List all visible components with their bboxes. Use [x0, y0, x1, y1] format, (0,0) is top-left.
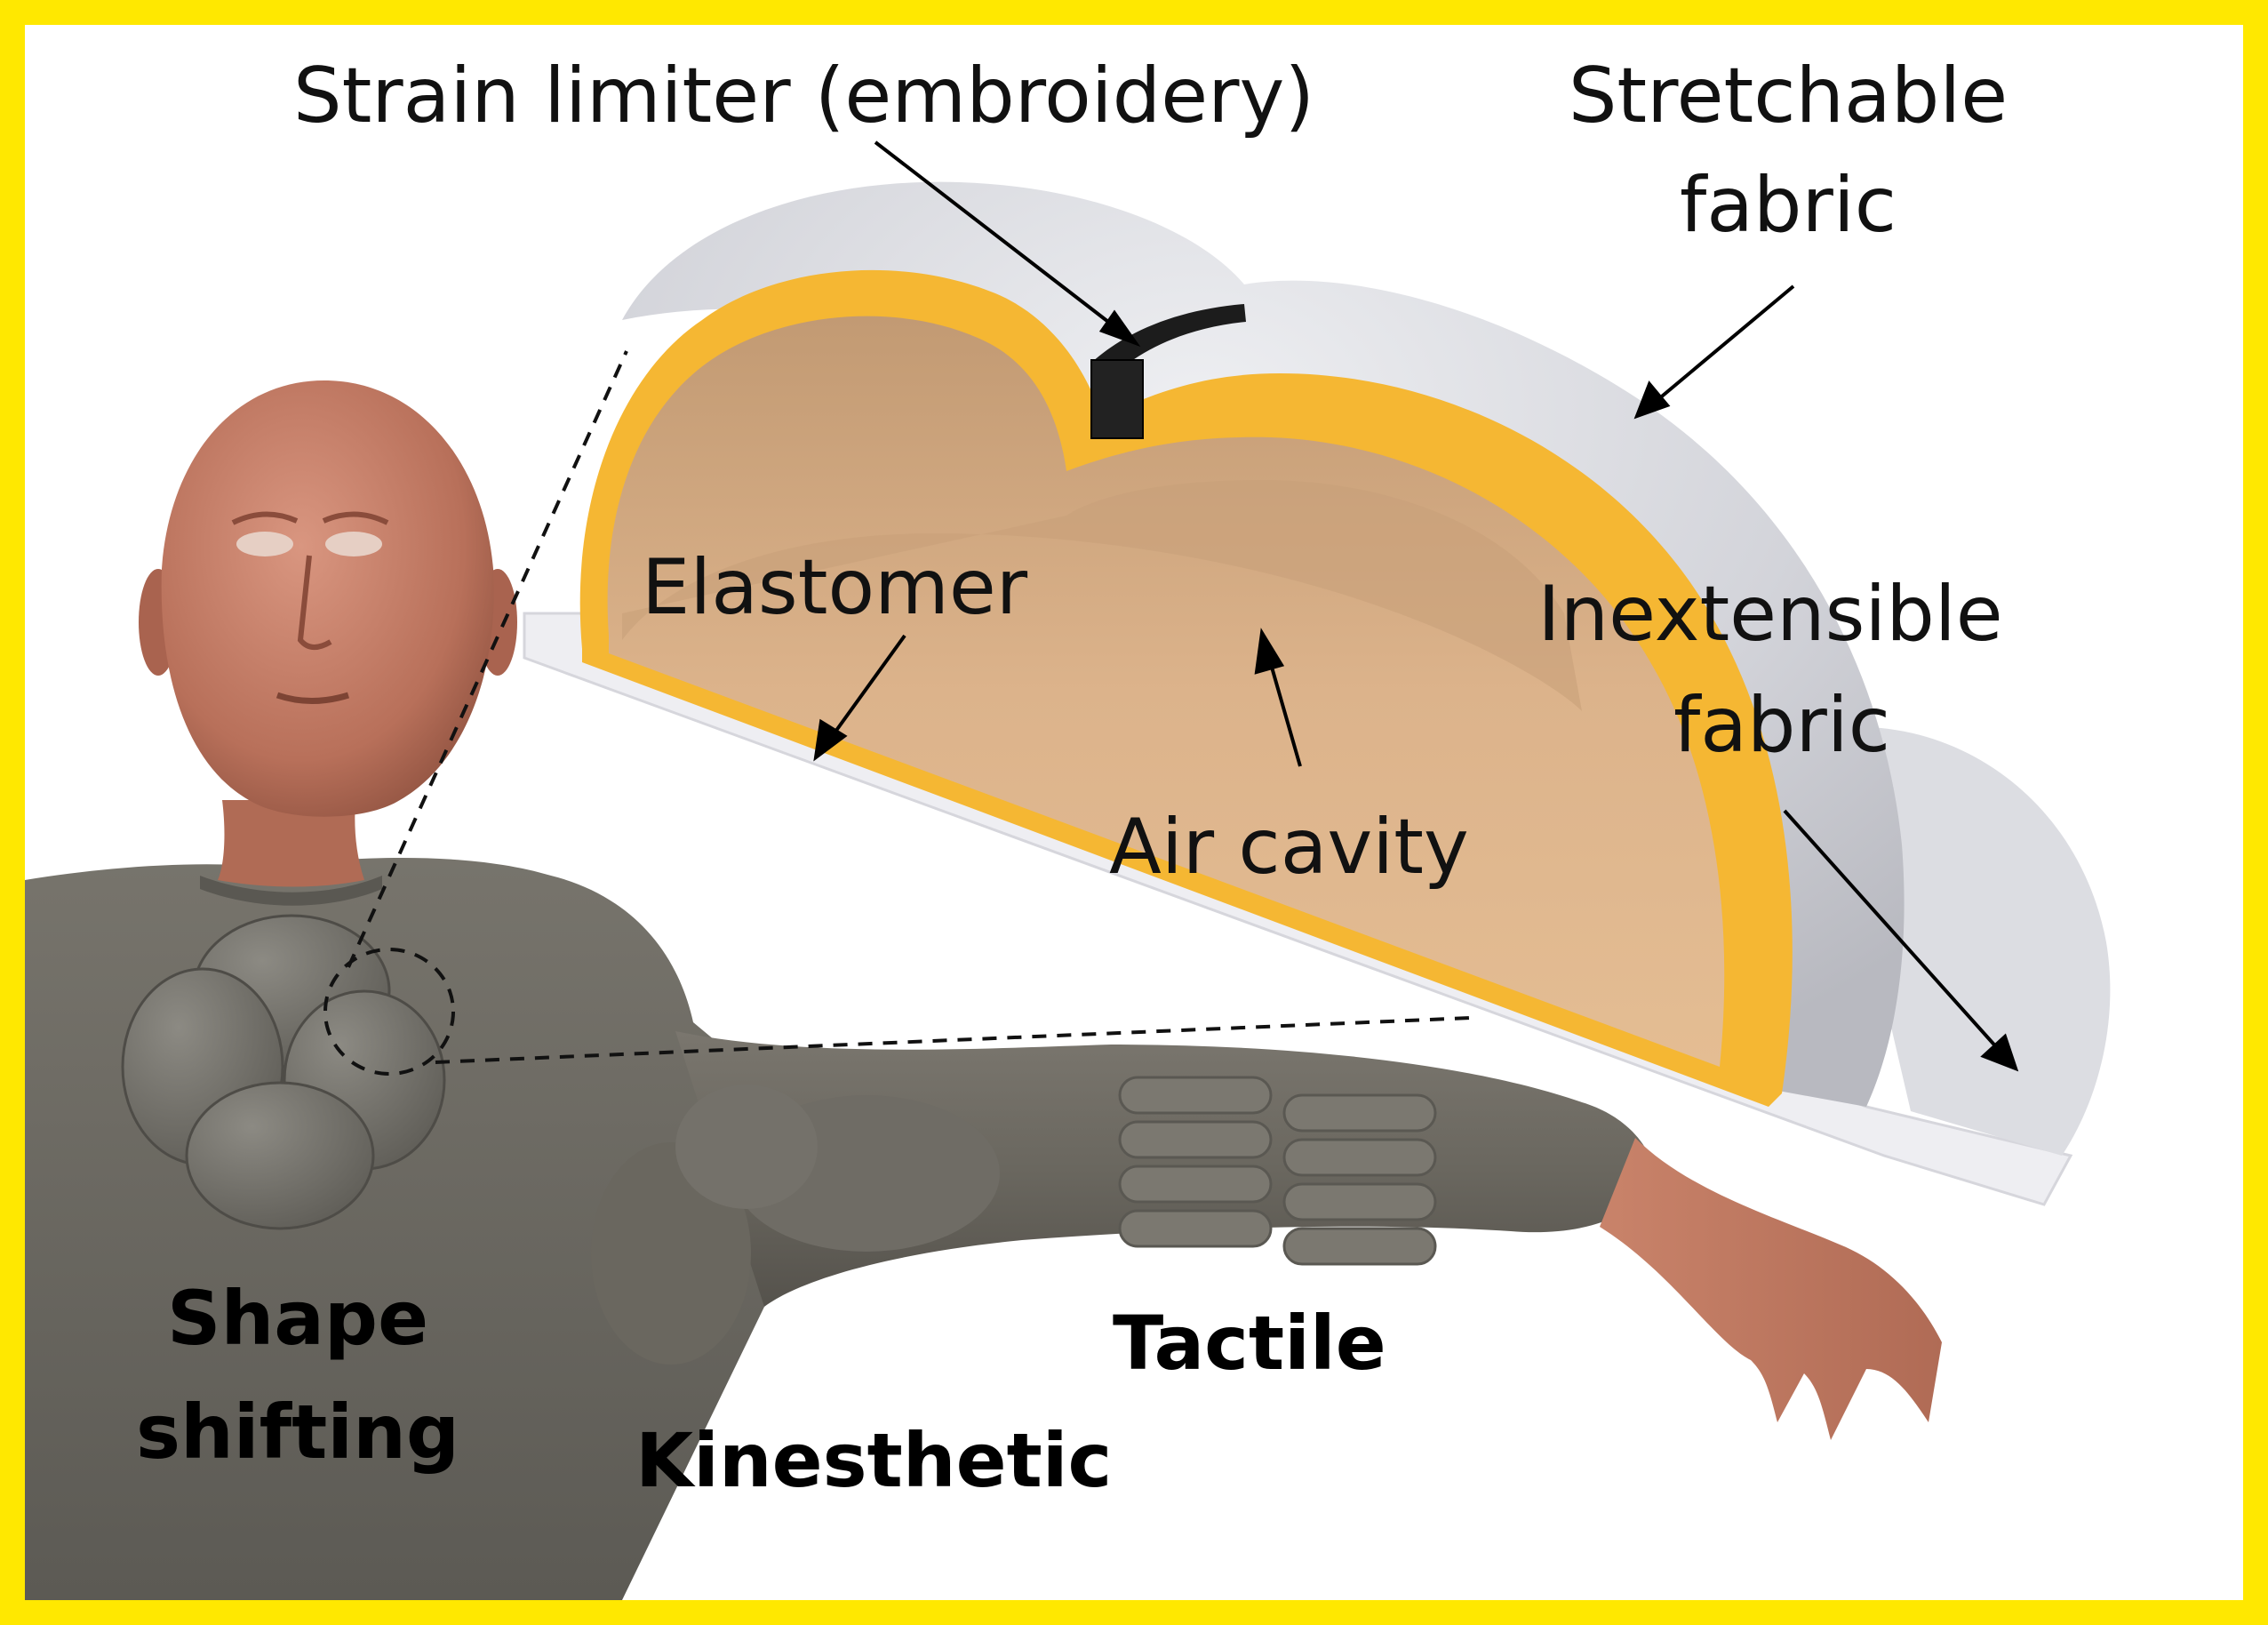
- lobe-bottom: [187, 1083, 373, 1229]
- tactile-pill: [1120, 1211, 1271, 1246]
- tactile-pill: [1284, 1140, 1435, 1175]
- tactile-pill: [1120, 1122, 1271, 1157]
- label-inextensible-fabric-1: Inextensible: [1537, 570, 2002, 659]
- arrowhead: [1637, 384, 1667, 416]
- label-air-cavity: Air cavity: [1109, 803, 1469, 892]
- label-elastomer: Elastomer: [642, 543, 1028, 632]
- label-tactile: Tactile: [1113, 1300, 1386, 1387]
- strain-limiter-block: [1091, 360, 1143, 438]
- tactile-pill: [1284, 1095, 1435, 1131]
- label-stretchable-fabric-2: fabric: [1680, 161, 1897, 250]
- label-inextensible-fabric-2: fabric: [1673, 681, 1890, 770]
- tactile-pill: [1120, 1077, 1271, 1113]
- label-shape-shifting-1: Shape: [167, 1275, 428, 1362]
- tactile-pill: [1284, 1184, 1435, 1220]
- label-stretchable-fabric-1: Stretchable: [1569, 52, 2008, 140]
- kinesthetic-bulge-shoulder: [675, 1085, 818, 1209]
- right-eye: [325, 532, 382, 556]
- label-strain-limiter: Strain limiter (embroidery): [293, 52, 1314, 140]
- tactile-pill: [1284, 1229, 1435, 1264]
- left-eye: [236, 532, 293, 556]
- tactile-pill: [1120, 1166, 1271, 1202]
- hand: [1600, 1138, 1942, 1440]
- label-kinesthetic: Kinesthetic: [635, 1417, 1112, 1504]
- label-shape-shifting-2: shifting: [136, 1389, 459, 1476]
- arrow-stretchable-fabric: [1657, 286, 1793, 400]
